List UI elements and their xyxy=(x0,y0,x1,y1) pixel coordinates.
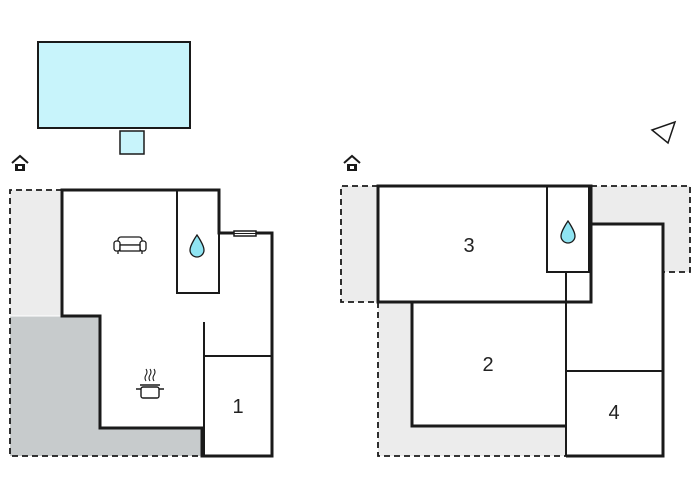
covered-terrace xyxy=(10,316,202,456)
room-label: 1 xyxy=(232,396,243,418)
bathroom-niche xyxy=(176,189,220,294)
house-arrow-icon xyxy=(11,154,29,171)
pool-step xyxy=(119,130,145,155)
room-4 xyxy=(566,222,665,458)
terrace xyxy=(378,302,566,456)
terrace xyxy=(10,190,62,316)
room-label: 3 xyxy=(463,235,474,257)
sofa-icon xyxy=(113,236,147,254)
room-label: 2 xyxy=(482,354,493,376)
terrace-outline xyxy=(9,189,202,457)
room-label: 4 xyxy=(608,402,619,424)
pool xyxy=(37,41,191,129)
terrace xyxy=(341,186,378,302)
cooking-pot-icon xyxy=(136,368,164,399)
ground-floor: 1 xyxy=(9,41,274,458)
upper-floor: 3 2 4 xyxy=(340,120,691,458)
room-2 xyxy=(410,302,566,428)
north-arrow-icon xyxy=(650,120,677,145)
water-drop-icon xyxy=(560,219,576,244)
house-arrow-icon xyxy=(343,154,361,171)
terrace xyxy=(591,186,690,272)
room-3 xyxy=(376,184,593,304)
water-drop-icon xyxy=(189,233,205,258)
bathroom-niche xyxy=(546,185,590,273)
